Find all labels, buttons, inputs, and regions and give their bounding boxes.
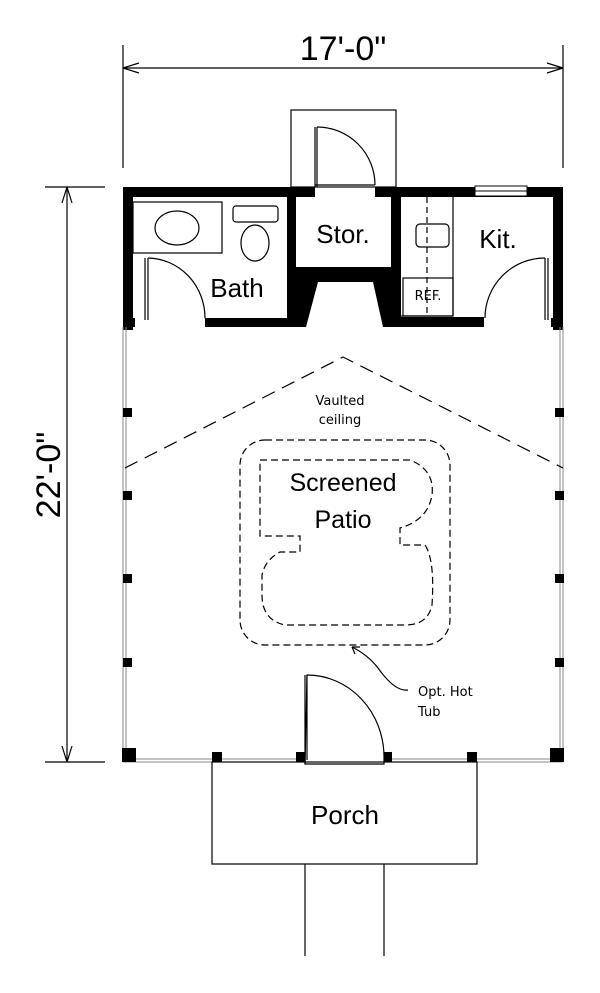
hot-tub xyxy=(239,439,451,646)
hottub-label-2: Tub xyxy=(417,705,440,720)
room-label-patio-2: Patio xyxy=(315,506,372,534)
vaulted-ceiling-line xyxy=(124,356,564,469)
refrigerator xyxy=(402,277,454,317)
width-dimension xyxy=(122,45,564,168)
vaulted-label-1: Vaulted xyxy=(315,394,364,409)
depth-dimension xyxy=(45,186,105,763)
kitchen-sink xyxy=(415,223,450,248)
tub-basin xyxy=(154,210,200,246)
refrigerator-label: REF. xyxy=(415,289,442,304)
hottub-label-1: Opt. Hot xyxy=(418,685,473,700)
kitchen-fixtures xyxy=(401,197,549,320)
walls xyxy=(123,187,563,330)
room-label-patio-1: Screened xyxy=(289,469,396,497)
porch xyxy=(211,761,478,865)
toilet-tank xyxy=(232,205,279,223)
bath-fixtures xyxy=(132,201,279,320)
room-label-storage: Stor. xyxy=(316,219,369,249)
room-label-kitchen: Kit. xyxy=(479,224,517,254)
width-dimension-label: 17'-0" xyxy=(300,30,387,68)
vaulted-label-2: ceiling xyxy=(319,413,361,428)
front-door xyxy=(304,674,385,765)
storage-bumpout xyxy=(290,109,397,188)
walkway xyxy=(304,864,385,956)
toilet-bowl xyxy=(240,224,270,262)
room-label-bath: Bath xyxy=(210,273,264,303)
posts xyxy=(122,408,564,762)
room-label-porch: Porch xyxy=(311,800,379,830)
depth-dimension-label: 22'-0" xyxy=(30,432,68,519)
bathtub xyxy=(132,201,223,254)
hottub-leader xyxy=(351,646,409,691)
fireplace-opening xyxy=(306,282,383,327)
